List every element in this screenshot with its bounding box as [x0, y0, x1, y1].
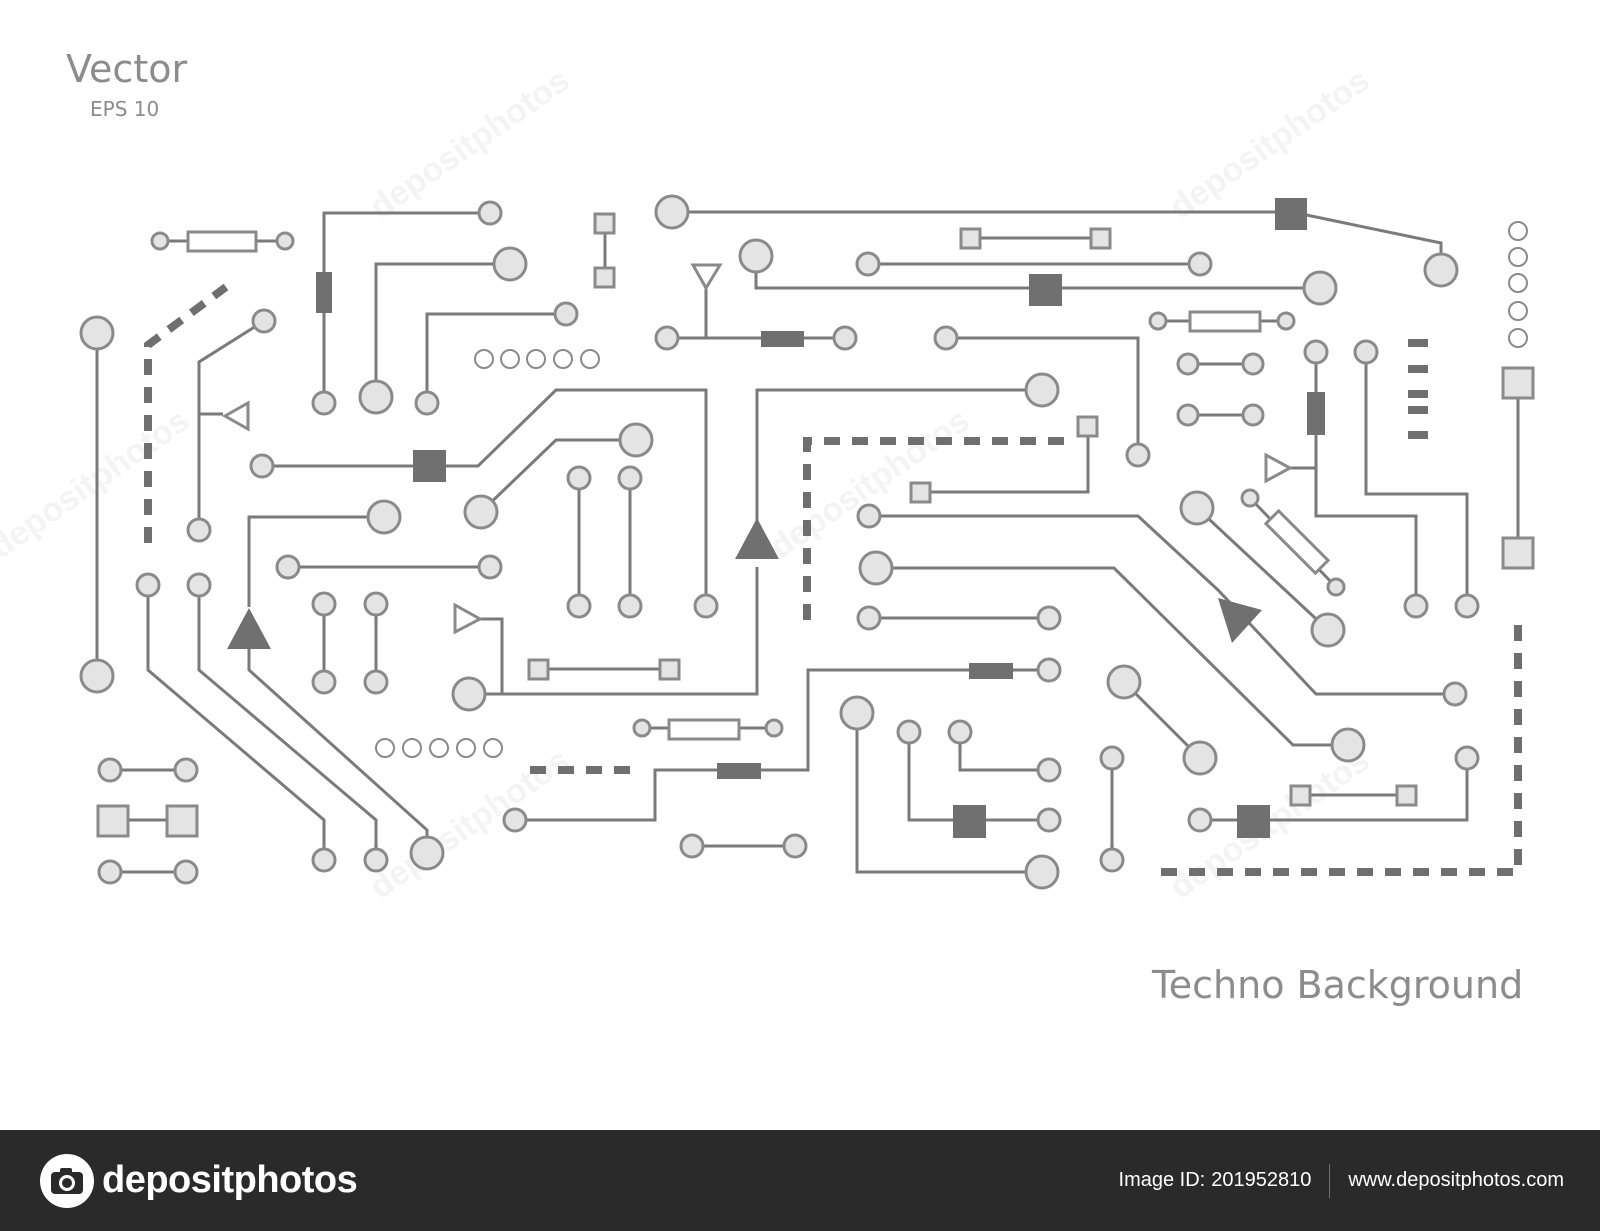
footer-divider — [1329, 1163, 1331, 1198]
eps-label: EPS 10 — [90, 97, 159, 121]
vector-title: Vector — [66, 47, 187, 91]
watermark-text: depositphotos — [763, 401, 977, 566]
camera-logo-icon — [40, 1153, 94, 1208]
website-link[interactable]: www.depositphotos.com — [1348, 1169, 1564, 1191]
footer-bar: depositphotos Image ID: 201952810 www.de… — [0, 1130, 1600, 1231]
round-pads — [79, 194, 1480, 890]
watermark-text: depositphotos — [363, 741, 577, 906]
square-pads — [96, 212, 1535, 838]
watermark-text: depositphotos — [363, 61, 577, 226]
footer-info: Image ID: 201952810 www.depositphotos.co… — [1118, 1163, 1564, 1198]
circuit-artwork: Vector EPS 10 Techno Background depositp… — [0, 47, 1535, 1007]
bar-stack — [1408, 339, 1428, 439]
pad-rows — [375, 221, 1528, 758]
watermark-text: depositphotos — [1163, 61, 1377, 226]
watermark-layer: depositphotos depositphotos depositphoto… — [0, 61, 1376, 906]
ic-chips — [316, 198, 1325, 838]
direction-arrows — [227, 518, 1262, 649]
diode-symbols — [221, 263, 1294, 635]
caption-text: Techno Background — [1151, 963, 1523, 1007]
image-id-label: Image ID: — [1118, 1169, 1206, 1191]
resistors — [186, 230, 1331, 741]
brand-logo[interactable]: depositphotos — [40, 1153, 358, 1208]
dashed-traces — [144, 283, 1522, 876]
brand-name: depositphotos — [102, 1159, 358, 1201]
image-id-value: 201952810 — [1211, 1169, 1312, 1191]
